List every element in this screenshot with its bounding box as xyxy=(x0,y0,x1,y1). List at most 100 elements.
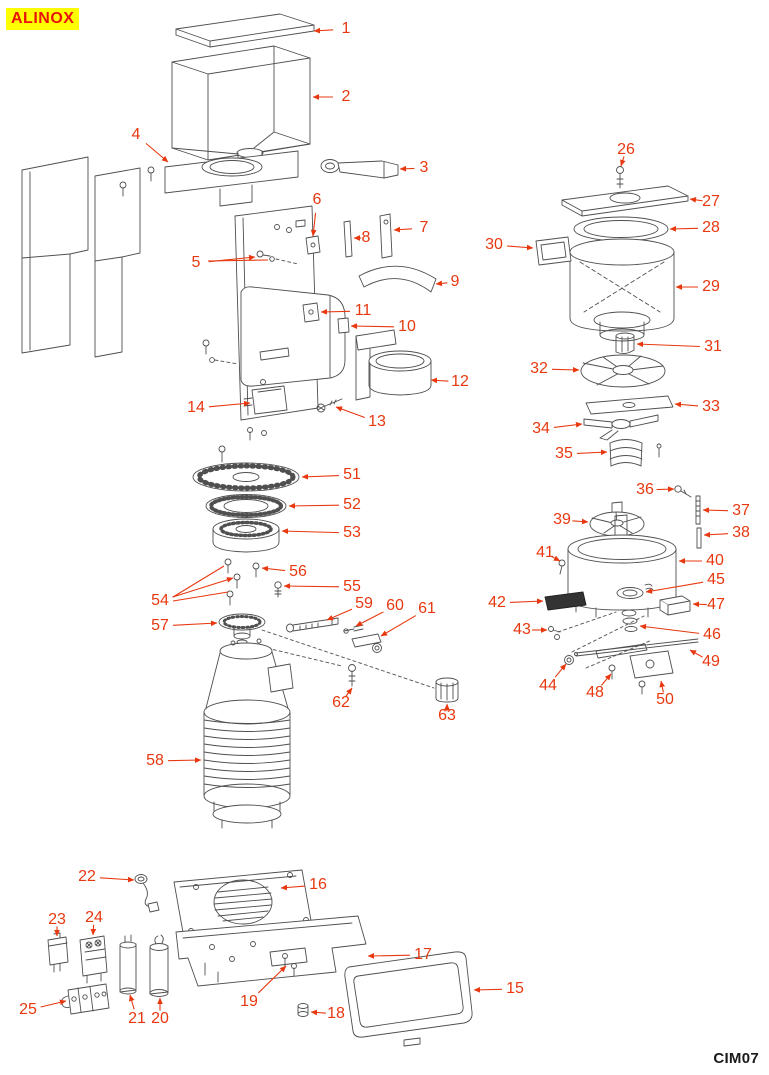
part-impeller-39 xyxy=(589,501,645,537)
part-screws-54 xyxy=(224,558,241,606)
part-grinder-body xyxy=(202,205,350,441)
part-gear-45 xyxy=(616,583,654,599)
leader-line-42 xyxy=(509,598,544,605)
leader-line-50 xyxy=(659,680,666,693)
part-fan-32 xyxy=(580,354,666,388)
part-burr-holder-53 xyxy=(212,518,280,553)
part-plate-50 xyxy=(629,650,674,695)
part-burr-ring-52 xyxy=(205,494,287,518)
part-spring-35 xyxy=(609,439,662,467)
leader-line-60 xyxy=(355,611,384,627)
leader-line-24 xyxy=(90,924,97,936)
part-top-cover-27 xyxy=(561,185,689,217)
leader-line-41 xyxy=(550,555,561,562)
part-shaft-top-31 xyxy=(615,332,635,355)
leader-line-13 xyxy=(335,406,365,419)
part-brush-42 xyxy=(544,591,587,611)
leader-line-56 xyxy=(261,565,286,572)
part-base-frame-17 xyxy=(175,915,367,987)
leader-line-26 xyxy=(620,156,626,167)
part-band-9 xyxy=(358,265,437,293)
part-pin-38 xyxy=(696,527,702,549)
part-gasket-30 xyxy=(535,236,572,266)
leader-line-62 xyxy=(344,687,353,698)
part-side-panels xyxy=(21,156,141,358)
part-rotor-cross-34 xyxy=(583,414,659,441)
leader-line-52 xyxy=(288,503,340,509)
leader-line-32 xyxy=(551,366,580,373)
part-grommet-22 xyxy=(134,874,160,913)
part-carrier-57 xyxy=(218,613,266,645)
leader-line-37 xyxy=(702,507,729,514)
leader-line-36 xyxy=(656,486,675,493)
leader-line-5 xyxy=(208,254,256,263)
leader-line-4 xyxy=(145,142,169,163)
part-fork-60 xyxy=(343,624,364,634)
leader-line-51 xyxy=(301,473,340,480)
leader-line-15 xyxy=(473,986,503,993)
leader-line-1 xyxy=(313,27,334,34)
leader-line-61 xyxy=(380,615,417,637)
leader-line-33 xyxy=(674,401,699,408)
leader-line-18 xyxy=(310,1009,327,1016)
leader-line-16 xyxy=(280,884,306,891)
part-base-collar xyxy=(147,150,299,207)
part-screw-62 xyxy=(348,664,356,687)
part-shaft-59 xyxy=(286,617,339,633)
leader-line-28 xyxy=(669,225,699,232)
leader-line-27 xyxy=(689,197,703,203)
leader-line-58 xyxy=(167,757,202,763)
part-screw-top-51 xyxy=(218,445,226,463)
part-housing-29 xyxy=(569,238,675,342)
part-screw-55 xyxy=(274,581,282,598)
part-knob-63 xyxy=(435,677,459,703)
leader-line-31 xyxy=(636,341,701,348)
leader-line-57 xyxy=(172,620,218,627)
part-strip-8 xyxy=(343,220,353,258)
part-relay-23 xyxy=(47,932,69,973)
part-screws-19 xyxy=(282,953,297,977)
leader-line-45 xyxy=(645,581,704,594)
part-screws-43 xyxy=(548,626,561,640)
part-pin-37 xyxy=(695,495,701,525)
part-terminal-block-24 xyxy=(79,935,108,984)
leader-line-22 xyxy=(99,876,135,883)
leader-line-53 xyxy=(281,528,340,535)
part-washer-44 xyxy=(564,655,574,665)
leader-line-6 xyxy=(310,212,317,237)
part-terminal-strip-25 xyxy=(61,983,110,1015)
leader-line-3 xyxy=(399,165,415,172)
leader-line-25 xyxy=(40,999,67,1008)
leader-line-34 xyxy=(553,421,583,428)
part-screw-56 xyxy=(252,562,260,578)
part-capacitor-20 xyxy=(149,934,169,997)
part-lid-screw-26 xyxy=(616,166,624,189)
leader-line-12 xyxy=(430,377,449,384)
leader-line-39 xyxy=(572,518,589,525)
leader-line-54 xyxy=(172,577,234,598)
leader-line-35 xyxy=(576,449,608,456)
part-hopper-handle xyxy=(320,159,399,179)
part-lever-61 xyxy=(351,633,382,653)
leader-line-17 xyxy=(367,953,411,959)
leader-line-47 xyxy=(692,601,707,608)
part-plate-33 xyxy=(585,395,674,415)
part-screw-36 xyxy=(674,485,692,498)
part-top-plate-16 xyxy=(173,869,313,939)
brand-logo: ALINOX xyxy=(6,8,80,30)
leader-line-48 xyxy=(600,673,612,686)
part-adjust-screw-13 xyxy=(316,398,343,413)
part-bracket-7 xyxy=(379,213,393,259)
part-drip-tray-15 xyxy=(344,951,473,1047)
leader-line-59 xyxy=(326,608,353,621)
leader-line-44 xyxy=(554,663,567,678)
model-code: CIM07 xyxy=(713,1050,759,1067)
part-doser xyxy=(355,329,432,401)
part-screw-41 xyxy=(558,559,566,575)
assembly-axis-dashes-right xyxy=(557,611,653,669)
leader-line-38 xyxy=(703,531,729,538)
part-motor-58 xyxy=(203,638,294,829)
leader-line-55 xyxy=(283,583,340,589)
